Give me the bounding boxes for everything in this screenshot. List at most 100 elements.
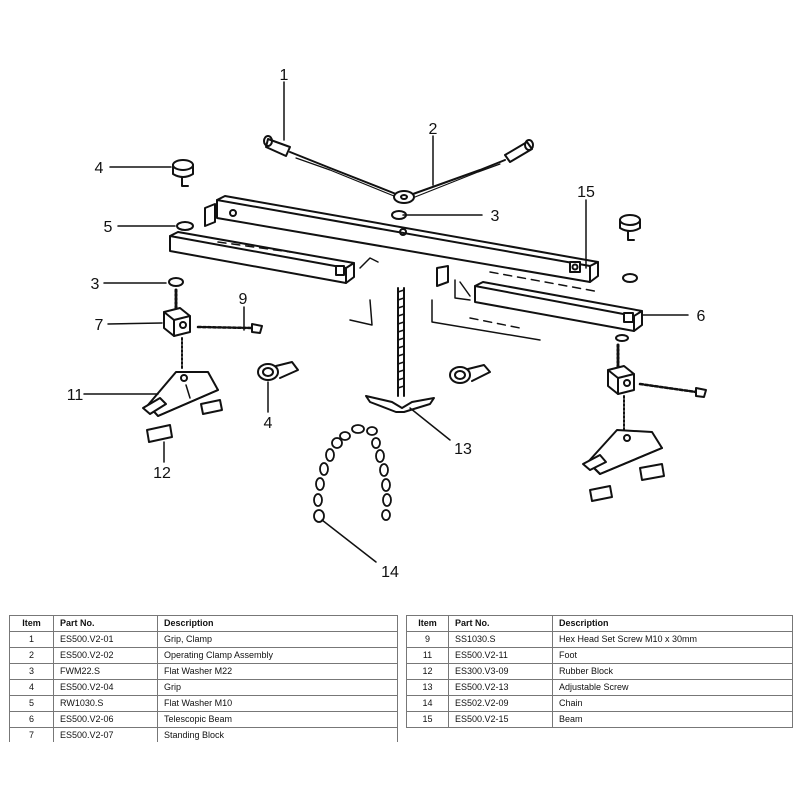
- set-screw-left: [196, 323, 263, 334]
- cell-part-no: ES500.V2-04: [53, 679, 158, 696]
- cell-part-no: ES500.V2-01: [53, 631, 158, 648]
- washer-left: [168, 277, 184, 287]
- callout-4-top: 4: [95, 160, 104, 177]
- callout-5: 5: [104, 219, 113, 236]
- clamp-grip-right: [504, 139, 534, 163]
- cell-part-no: SS1030.S: [448, 631, 553, 648]
- cell-part-no: ES500.V2-11: [448, 647, 553, 664]
- main-beam: [216, 195, 599, 283]
- callout-13: 13: [454, 441, 472, 458]
- cell-description: Flat Washer M10: [157, 695, 398, 712]
- adjustable-screw: [365, 287, 435, 413]
- right-telescopic-beam: [431, 265, 643, 341]
- cell-part-no: ES502.V2-09: [448, 695, 553, 712]
- cell-part-no: ES500.V2-13: [448, 679, 553, 696]
- washer-right-2: [615, 334, 629, 342]
- clamp-grip-left: [263, 135, 291, 157]
- callout-12: 12: [153, 465, 171, 482]
- table-header-row: Item Part No. Description: [406, 615, 793, 632]
- washer-5: [176, 221, 194, 231]
- cell-item: 7: [9, 727, 54, 742]
- cell-description: Chain: [552, 695, 793, 712]
- header-item: Item: [9, 615, 54, 632]
- left-telescopic-beam: [169, 203, 379, 326]
- leader-lines: [83, 81, 689, 563]
- cell-part-no: ES500.V2-02: [53, 647, 158, 664]
- cell-item: 2: [9, 647, 54, 664]
- callout-11: 11: [67, 387, 84, 404]
- cell-description: Hex Head Set Screw M10 x 30mm: [552, 631, 793, 648]
- cell-item: 14: [406, 695, 449, 712]
- cell-item: 13: [406, 679, 449, 696]
- callout-15: 15: [577, 184, 595, 201]
- right-foot: [582, 429, 663, 475]
- cell-part-no: FWM22.S: [53, 663, 158, 680]
- grip-bottom-left: [257, 361, 299, 381]
- header-item: Item: [406, 615, 449, 632]
- exploded-parts-diagram: 1 2 3 4 5 15 3 9 7 6 11 4 13 12 14: [67, 67, 707, 581]
- cell-part-no: ES500.V2-06: [53, 711, 158, 728]
- cell-part-no: ES500.V2-15: [448, 711, 553, 728]
- rubber-block-right-1: [639, 463, 665, 481]
- chain: [313, 424, 392, 523]
- grip-bottom-right: [449, 364, 491, 384]
- callout-3-top: 3: [491, 208, 500, 225]
- callout-6: 6: [697, 308, 706, 325]
- washer-right-1: [622, 273, 638, 283]
- cell-item: 5: [9, 695, 54, 712]
- cell-description: Flat Washer M22: [157, 663, 398, 680]
- callout-4-bottom: 4: [264, 415, 273, 432]
- cell-description: Adjustable Screw: [552, 679, 793, 696]
- right-grip: [619, 214, 641, 241]
- cell-description: Foot: [552, 647, 793, 664]
- callout-1: 1: [280, 67, 289, 84]
- header-part-no: Part No.: [448, 615, 553, 632]
- cell-item: 3: [9, 663, 54, 680]
- cell-part-no: ES300.V3-09: [448, 663, 553, 680]
- rubber-block-left-1: [200, 399, 223, 415]
- callout-2: 2: [429, 121, 438, 138]
- header-description: Description: [552, 615, 793, 632]
- callout-3-left: 3: [91, 276, 100, 293]
- left-foot: [142, 371, 219, 417]
- table-header-row: Item Part No. Description: [9, 615, 398, 632]
- cell-description: Grip, Clamp: [157, 631, 398, 648]
- left-grip: [172, 159, 194, 187]
- cell-description: Rubber Block: [552, 663, 793, 680]
- cell-description: Operating Clamp Assembly: [157, 647, 398, 664]
- left-standing-block: [163, 288, 191, 371]
- cell-part-no: ES500.V2-07: [53, 727, 158, 742]
- cell-item: 4: [9, 679, 54, 696]
- cell-description: Standing Block: [157, 727, 398, 742]
- cell-item: 6: [9, 711, 54, 728]
- header-description: Description: [157, 615, 398, 632]
- cell-item: 12: [406, 663, 449, 680]
- cell-item: 15: [406, 711, 449, 728]
- callout-numbers: 1 2 3 4 5 15 3 9 7 6 11 4 13 12 14: [67, 67, 706, 581]
- callout-9: 9: [239, 291, 248, 308]
- cell-item: 1: [9, 631, 54, 648]
- rubber-block-right-2: [589, 485, 613, 502]
- cell-description: Beam: [552, 711, 793, 728]
- operating-clamp-assembly: [289, 151, 506, 204]
- cell-item: 11: [406, 647, 449, 664]
- right-standing-block: [607, 343, 707, 431]
- rubber-block-left-2: [146, 424, 173, 443]
- cell-item: 9: [406, 631, 449, 648]
- callout-14: 14: [381, 564, 399, 581]
